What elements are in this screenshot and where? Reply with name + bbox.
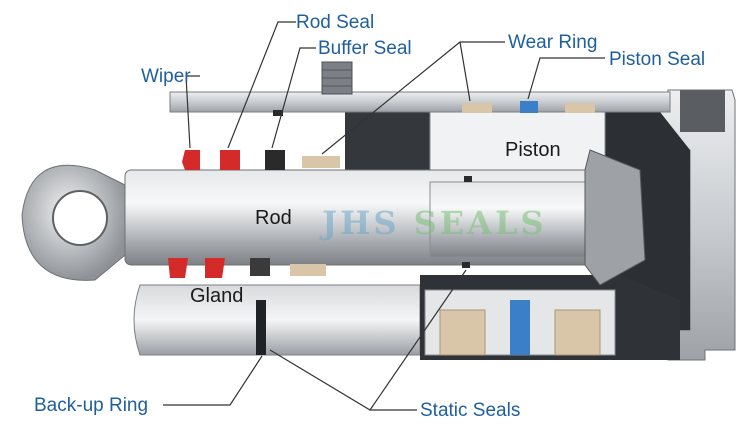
wear-ring-lower bbox=[439, 309, 486, 356]
static-seal-mark-upper bbox=[273, 110, 283, 116]
label-piston-seal: Piston Seal bbox=[609, 49, 706, 70]
piston-nut bbox=[584, 149, 646, 286]
leader-wear-ring-2 bbox=[459, 41, 471, 102]
leader-rod-seal bbox=[227, 21, 296, 149]
rod-seal-lower bbox=[205, 258, 225, 278]
buffer-seal-upper bbox=[265, 150, 285, 170]
wiper-seal-upper bbox=[182, 150, 200, 170]
wear-ring-gland-upper bbox=[302, 156, 340, 168]
piston-seal-upper bbox=[520, 101, 538, 113]
end-port bbox=[680, 90, 725, 132]
wear-ring-lower-2 bbox=[554, 309, 601, 356]
buffer-seal-lower bbox=[250, 258, 270, 276]
gland-exterior bbox=[133, 284, 421, 356]
back-up-ring bbox=[256, 300, 266, 355]
label-wiper: Wiper bbox=[141, 66, 191, 87]
leader-back-up-ring bbox=[163, 355, 263, 406]
leader-piston-seal bbox=[527, 57, 605, 100]
wear-ring-gland-lower bbox=[290, 264, 326, 276]
static-seal-piston-lower bbox=[462, 262, 470, 268]
watermark-part1: JHS bbox=[322, 204, 400, 242]
leader-wiper bbox=[185, 75, 200, 149]
part-rod: Rod bbox=[255, 207, 292, 229]
wiper-seal-lower bbox=[168, 258, 188, 278]
leader-static-seals-2 bbox=[369, 269, 467, 411]
static-seal-piston-upper bbox=[464, 176, 472, 182]
watermark-part2: SEALS bbox=[413, 204, 547, 242]
rod-eye-hole bbox=[52, 190, 108, 246]
label-rod-seal: Rod Seal bbox=[296, 12, 375, 33]
chamber-dark bbox=[345, 112, 430, 180]
leader-buffer-seal bbox=[271, 47, 316, 149]
wear-ring-upper bbox=[462, 103, 492, 113]
rod-seal-upper bbox=[220, 150, 240, 170]
leader-static-seals bbox=[269, 349, 417, 411]
label-buffer-seal: Buffer Seal bbox=[318, 38, 412, 59]
piston-body bbox=[429, 109, 606, 181]
piston-seal-lower bbox=[510, 300, 530, 355]
label-back-up-ring: Back-up Ring bbox=[34, 395, 149, 416]
part-piston: Piston bbox=[505, 139, 561, 161]
wear-ring-upper-2 bbox=[565, 103, 595, 113]
part-gland: Gland bbox=[190, 285, 244, 307]
label-wear-ring: Wear Ring bbox=[508, 32, 598, 53]
barrel-top bbox=[169, 91, 671, 113]
watermark-logo: JHS SEALS bbox=[322, 207, 547, 239]
label-static-seals: Static Seals bbox=[420, 400, 521, 421]
